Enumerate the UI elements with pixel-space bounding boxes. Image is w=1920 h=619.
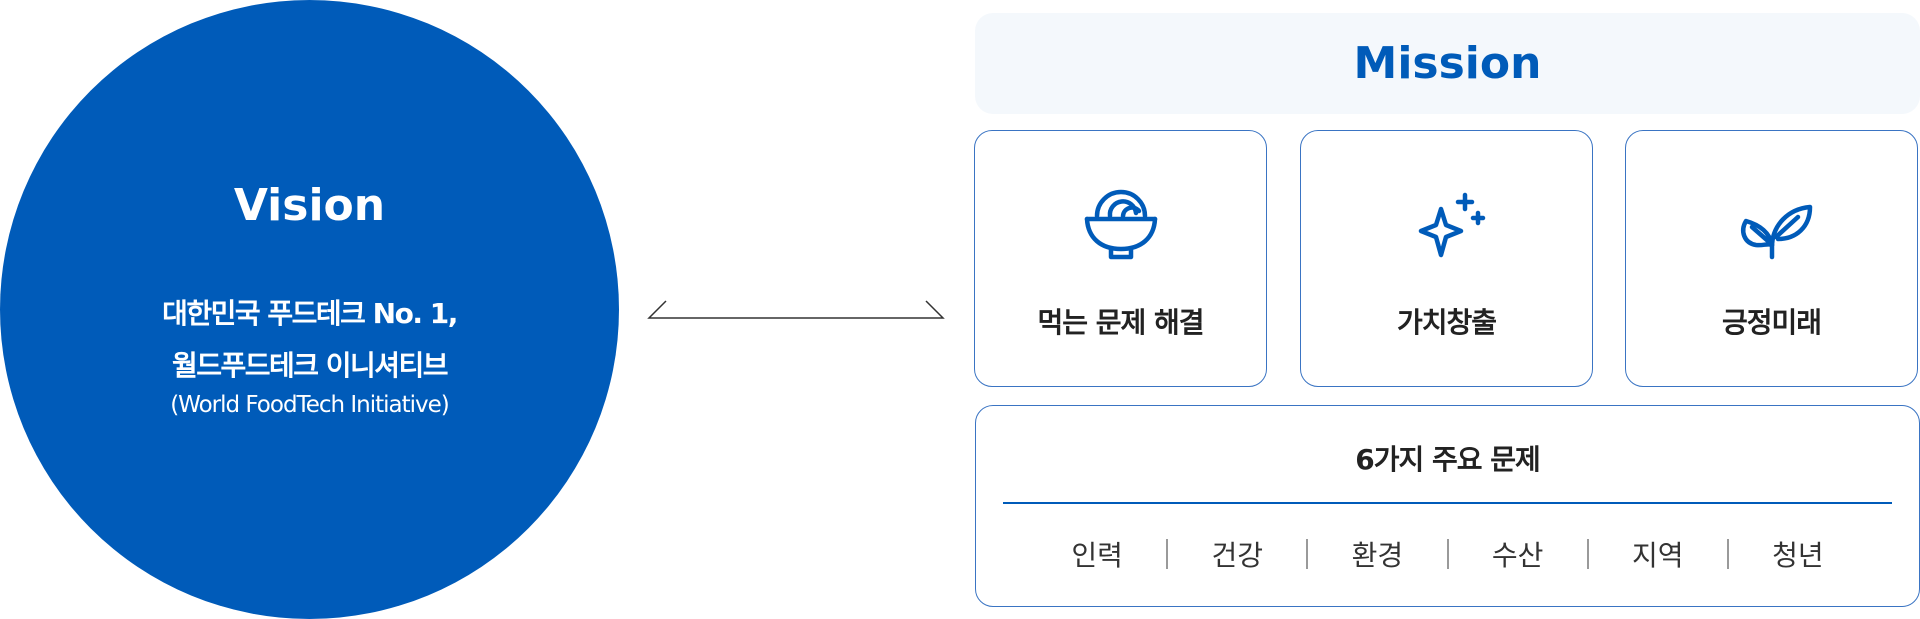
problem-item-fisheries: 수산 [1491,539,1544,572]
double-arrow-connector [647,300,945,319]
sparkle-icon [1418,192,1485,258]
sprout-icon [1740,204,1812,260]
mission-card-label: 먹는 문제 해결 [1037,306,1204,339]
vision-statement-line-2: 월드푸드테크 이니셔티브 [171,349,449,382]
key-problems-list: 인력 건강 환경 수산 지역 청년 [1028,534,1867,574]
problem-item-health: 건강 [1211,539,1264,572]
vision-statement-line-1: 대한민국 푸드테크 No. 1, [162,297,458,330]
separator [1446,539,1449,569]
separator [1306,539,1309,569]
problem-item-youth: 청년 [1772,539,1824,572]
key-problems-divider [1003,502,1892,504]
mission-card-problem-solving: 먹는 문제 해결 [974,130,1267,387]
vision-subtitle: (World FoodTech Initiative) [170,392,450,418]
separator [1166,539,1169,569]
mission-header: Mission [975,13,1920,114]
mission-card-label: 가치창출 [1396,306,1497,339]
mission-title: Mission [1353,38,1542,89]
separator [1586,539,1589,569]
problem-item-environment: 환경 [1351,539,1404,572]
vision-title: Vision [233,180,386,231]
mission-card-value-creation: 가치창출 [1300,130,1593,387]
key-problems-title: 6가지 주요 문제 [1355,443,1541,476]
mission-card-label: 긍정미래 [1721,306,1822,339]
key-problems-box: 6가지 주요 문제 인력 건강 환경 수산 지역 청년 [975,405,1920,607]
problem-item-region: 지역 [1632,539,1684,572]
separator [1726,539,1729,569]
vision-circle: Vision 대한민국 푸드테크 No. 1, 월드푸드테크 이니셔티브 (Wo… [0,0,619,619]
rice-bowl-icon [1084,189,1157,260]
problem-item-workforce: 인력 [1071,539,1123,572]
mission-card-positive-future: 긍정미래 [1625,130,1918,387]
